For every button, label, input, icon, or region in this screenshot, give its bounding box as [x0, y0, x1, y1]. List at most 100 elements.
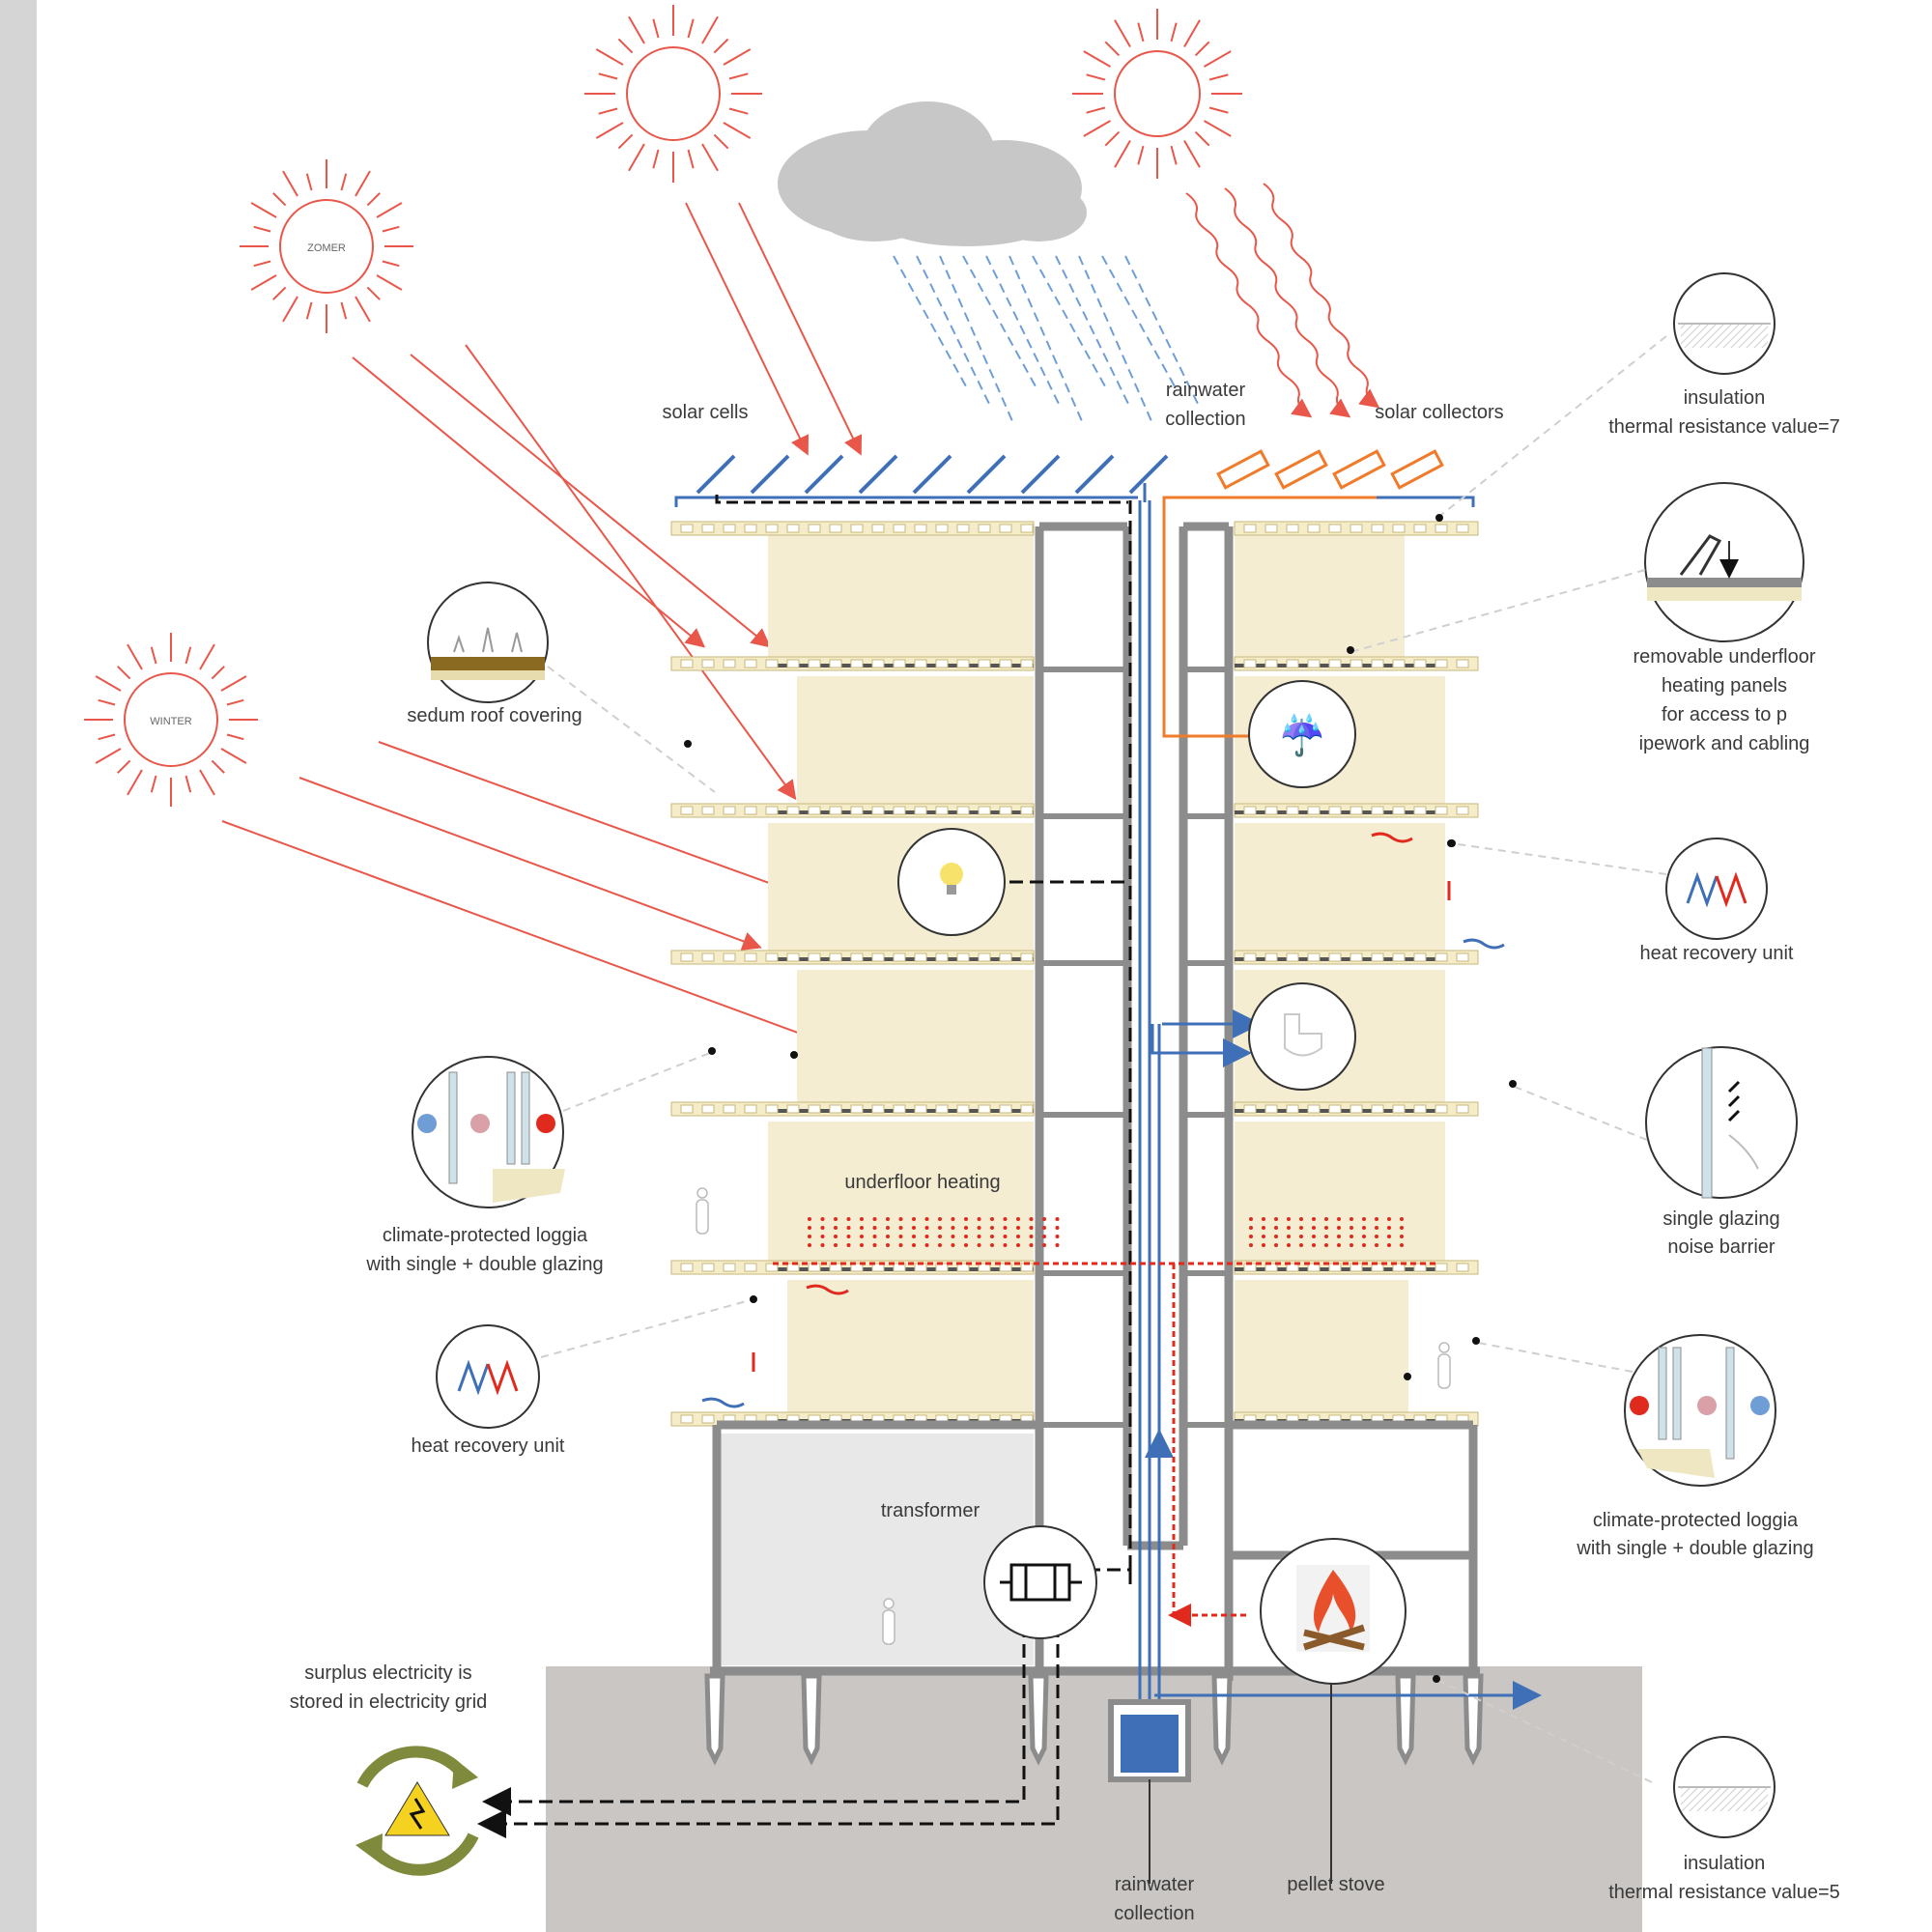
slab-block [744, 1263, 757, 1272]
heat-dot [990, 1217, 994, 1221]
sun-ray [220, 748, 247, 764]
heat-dot [1387, 1217, 1391, 1221]
insulation-top-detail [1678, 323, 1771, 348]
rain-streak [985, 255, 1060, 405]
foundation-pile [801, 1673, 822, 1766]
sun-ray [340, 173, 348, 191]
heat-dot [1042, 1226, 1046, 1230]
rain-streak [1078, 255, 1152, 422]
sun-ray [211, 759, 225, 774]
sun-ray [220, 675, 247, 692]
heat-dot [1029, 1235, 1034, 1238]
slab-block [1286, 524, 1299, 533]
heat-dot [964, 1226, 968, 1230]
heat-dot [924, 1235, 929, 1238]
heat-dot [964, 1243, 968, 1247]
slab-block [1371, 952, 1384, 962]
sun-ray [1208, 106, 1229, 114]
label-insulation-top-1: insulation [1684, 387, 1766, 409]
slab-block [999, 1104, 1012, 1114]
slab-block [680, 659, 694, 668]
heat-dot [898, 1235, 903, 1238]
heat-dot [808, 1235, 811, 1238]
slab-block [850, 952, 864, 962]
slab-block [1286, 1263, 1299, 1272]
slab-block [765, 659, 779, 668]
sun-disc [1114, 50, 1201, 137]
heat-dot [1324, 1243, 1328, 1247]
sun-ray [95, 675, 122, 692]
sun-ray [382, 225, 400, 233]
wavy-ray [1224, 187, 1351, 418]
heat-dot [1312, 1217, 1316, 1221]
heat-dot [1400, 1226, 1404, 1230]
rainwater-tank-water [1121, 1715, 1179, 1773]
heat-dot [964, 1235, 968, 1238]
slab-block [1328, 659, 1342, 668]
heat-dot [834, 1217, 838, 1221]
slab-block [1435, 524, 1448, 533]
heat-dot [1042, 1243, 1046, 1247]
heat-dot [1337, 1217, 1341, 1221]
heat-dot [808, 1226, 811, 1230]
slab-block [1350, 524, 1363, 533]
heat-dot [872, 1217, 877, 1221]
slab-block [850, 524, 864, 533]
electricity-dashed-lines [477, 500, 1132, 1838]
heat-dot [951, 1235, 955, 1238]
pellet-stove-fire-icon [1296, 1565, 1370, 1652]
rain-streak [916, 255, 990, 405]
slab-block [850, 659, 864, 668]
label-loggia-right-1: climate-protected loggia [1593, 1510, 1799, 1531]
sun-ray [127, 769, 143, 796]
label-solar-cells: solar cells [663, 402, 749, 423]
sun-ray [713, 133, 729, 150]
slab-block [786, 806, 800, 815]
slab-block [978, 524, 991, 533]
heat-dot [1299, 1235, 1303, 1238]
sun-ray [723, 48, 752, 66]
slab-block [701, 1263, 715, 1272]
sun-ray [628, 143, 645, 172]
slab-block [914, 659, 927, 668]
slab-block [723, 806, 736, 815]
slab-block [1286, 659, 1299, 668]
slab-block [1371, 524, 1384, 533]
heat-dot [1249, 1243, 1253, 1247]
label-surplus-electricity-1: surplus electricity is [304, 1662, 471, 1684]
sun-ray [595, 48, 624, 66]
slab-block [999, 952, 1012, 962]
foundation-piles [704, 1673, 1484, 1766]
sun-ray [376, 202, 403, 218]
heat-dot [846, 1235, 851, 1238]
sun-ray [150, 646, 157, 665]
label-insulation-bottom-1: insulation [1684, 1853, 1766, 1874]
sun-ray [117, 666, 131, 680]
heat-dot [990, 1226, 994, 1230]
sun-ray [382, 260, 400, 268]
heat-dot [846, 1217, 851, 1221]
rainwater-pipes [1125, 483, 1542, 1740]
sun-ray [1083, 50, 1112, 68]
sun-ray [272, 286, 287, 300]
heat-dot [1350, 1217, 1353, 1221]
slab-block [701, 952, 715, 962]
slab-block [1328, 952, 1342, 962]
rain-streak [962, 255, 1037, 387]
heat-dot [938, 1226, 942, 1230]
slab-block [786, 524, 800, 533]
sun-ray [1086, 73, 1106, 81]
slab-block [701, 806, 715, 815]
label-underfloor-heating: underfloor heating [844, 1172, 1000, 1193]
slab-block [808, 806, 821, 815]
slab-block [1456, 952, 1469, 962]
heat-dot [1249, 1226, 1253, 1230]
leader-dots [684, 514, 1517, 1683]
label-loggia-right-2: with single + double glazing [1576, 1538, 1813, 1559]
single-glazing-detail [1701, 1047, 1759, 1199]
heat-dot [834, 1226, 838, 1230]
air-flow-arrows [701, 832, 1505, 1408]
slab-block [1328, 524, 1342, 533]
slab-block [999, 806, 1012, 815]
